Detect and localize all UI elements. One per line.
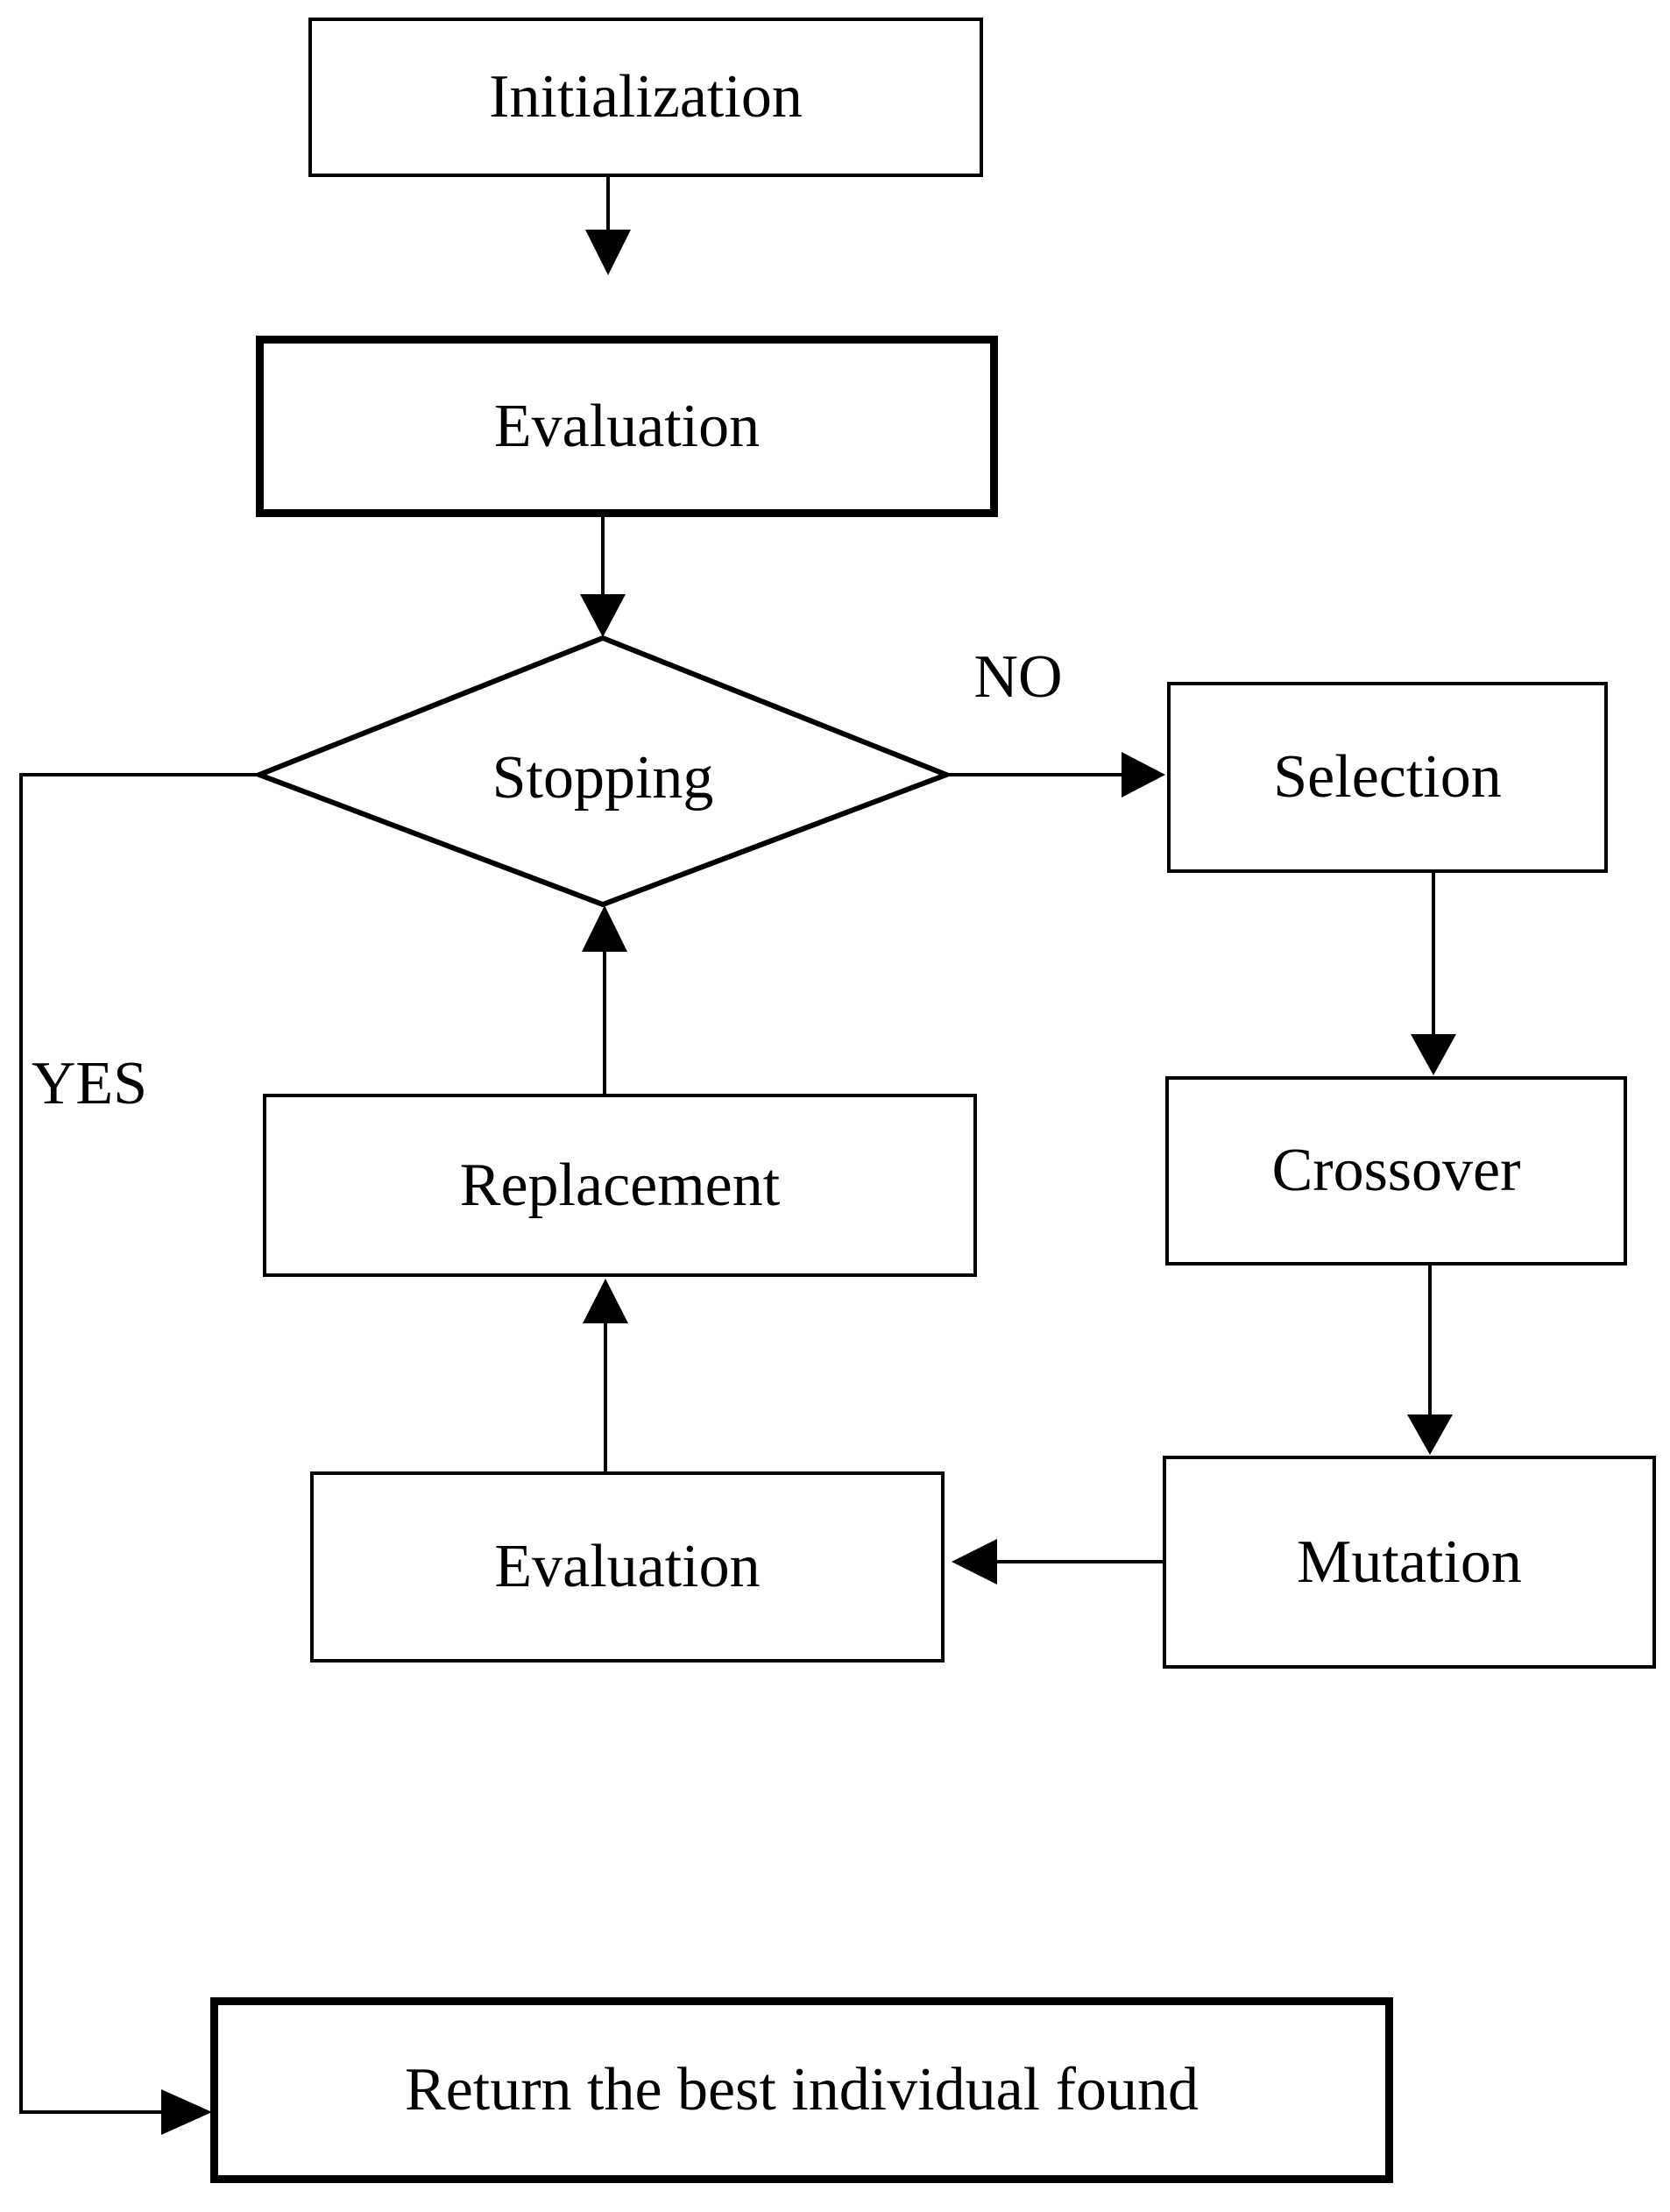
node-stopping-diamond [251,635,954,908]
arrowhead-crossover-mutation [1407,1414,1453,1455]
node-crossover-label: Crossover [1271,1137,1521,1204]
node-evaluation-loop: Evaluation [310,1471,945,1663]
node-mutation-label: Mutation [1297,1528,1522,1596]
node-return-best-label: Return the best individual found [405,2056,1199,2123]
node-initialization-label: Initialization [489,63,803,131]
node-return-best: Return the best individual found [210,1997,1393,2183]
arrowhead-initialization-evaluation [585,230,631,275]
node-replacement: Replacement [263,1094,977,1277]
node-stopping-label: Stopping [492,744,714,812]
node-mutation: Mutation [1163,1456,1656,1669]
edge-label-yes: YES [31,1050,148,1117]
node-crossover: Crossover [1165,1076,1627,1266]
node-replacement-label: Replacement [459,1151,781,1219]
arrowhead-stopping-return [161,2089,212,2135]
node-evaluation-initial-label: Evaluation [493,392,761,460]
node-evaluation-loop-label: Evaluation [494,1533,761,1600]
arrowhead-stopping-selection [1122,752,1165,798]
node-selection: Selection [1167,682,1608,873]
arrowhead-mutation-evaluation [952,1539,997,1585]
edge-stopping-return [19,773,259,2114]
arrowhead-evaluation-stopping [580,594,626,637]
arrowhead-evaluation-replacement [583,1279,628,1323]
node-initialization: Initialization [308,18,983,177]
arrowhead-replacement-stopping [582,905,627,952]
node-evaluation-initial: Evaluation [256,336,998,517]
arrowhead-selection-crossover [1411,1034,1456,1075]
edge-label-no: NO [973,643,1063,711]
node-selection-label: Selection [1273,743,1502,811]
